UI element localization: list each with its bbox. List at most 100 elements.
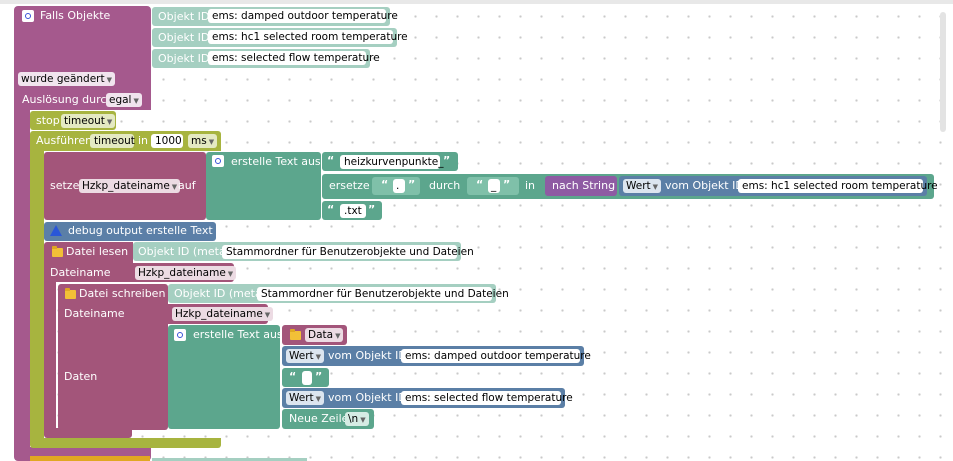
dropdown-arrow-icon: ▼ xyxy=(315,353,322,361)
dropdown-arrow-icon: ▼ xyxy=(171,183,178,191)
data-variable-dropdown[interactable]: Data▼ xyxy=(305,328,344,342)
dateiname-label-schreiben: Dateiname xyxy=(64,307,125,320)
dot-string-field[interactable]: . xyxy=(393,179,405,193)
vom-objekt-label-room: vom Objekt ID xyxy=(665,179,744,192)
dateiname-value-lesen: Hzkp_dateiname xyxy=(138,267,226,279)
setze-variable-value: Hzkp_dateiname xyxy=(82,180,170,192)
text-join-block[interactable] xyxy=(206,152,321,220)
objekt-id-field-outdoor[interactable]: ems: damped outdoor temperature xyxy=(401,349,591,363)
stop-timeout-value: timeout xyxy=(64,115,105,127)
dateiname-dropdown-lesen[interactable]: Hzkp_dateiname▼ xyxy=(135,266,237,280)
dropdown-arrow-icon: ▼ xyxy=(133,97,139,105)
timeout-in-label: in xyxy=(138,134,149,147)
string-prefix-field[interactable]: heizkurvenpunkte_ xyxy=(340,155,443,169)
datei-schreiben-label: Datei schreiben xyxy=(79,287,166,300)
falls-objekte-label: Falls Objekte xyxy=(40,9,111,22)
daten-text-join-label: erstelle Text aus xyxy=(193,328,283,341)
open-quote-icon: “ xyxy=(289,370,297,383)
wert-value-outdoor: Wert xyxy=(289,350,314,362)
setze-variable-dropdown[interactable]: Hzkp_dateiname▼ xyxy=(79,179,181,193)
dateiname-dropdown-schreiben[interactable]: Hzkp_dateiname▼ xyxy=(172,307,274,321)
dropdown-arrow-icon: ▼ xyxy=(106,118,113,126)
objekt-id-field-flow[interactable]: ems: selected flow temperature xyxy=(401,391,573,405)
warning-icon xyxy=(50,225,62,236)
wert-dropdown-room[interactable]: Wert▼ xyxy=(623,179,662,193)
close-quote-icon: ” xyxy=(368,203,376,216)
neue-zeile-dropdown[interactable]: \n▼ xyxy=(345,412,369,426)
objekt-id-value-1[interactable]: ems: damped outdoor temperature xyxy=(208,9,398,23)
nach-string-label: nach String xyxy=(552,179,616,192)
folder-icon xyxy=(65,288,76,299)
wurde-geaendert-dropdown[interactable]: wurde geändert▼ xyxy=(18,72,116,86)
close-quote-icon: ” xyxy=(443,154,451,167)
timeout-block-spine xyxy=(30,151,44,441)
objekt-id-meta-label-lesen: Objekt ID (meta) xyxy=(138,245,230,258)
underscore-string-field[interactable]: _ xyxy=(488,179,500,193)
ausloesung-dropdown[interactable]: egal▼ xyxy=(106,93,142,107)
objekt-id-field-room[interactable]: ems: hc1 selected room temperature xyxy=(738,179,938,193)
datei-lesen-spine xyxy=(44,282,56,434)
objekt-id-meta-label-schreiben: Objekt ID (meta) xyxy=(174,287,266,300)
folder-icon xyxy=(52,246,63,257)
timeout-name-field[interactable]: timeout xyxy=(90,134,135,148)
setze-auf-label: auf xyxy=(178,179,196,192)
dropdown-arrow-icon: ▼ xyxy=(106,76,113,84)
timeout-block-footer xyxy=(30,438,221,448)
timeout-unit-dropdown[interactable]: ms▼ xyxy=(188,134,218,148)
objekt-id-value-2[interactable]: ems: hc1 selected room temperature xyxy=(208,30,408,44)
daten-text-join-block[interactable] xyxy=(168,325,280,429)
open-quote-icon: “ xyxy=(381,178,389,191)
vom-objekt-label-outdoor: vom Objekt ID xyxy=(328,349,407,362)
close-quote-icon: ” xyxy=(315,370,323,383)
dropdown-arrow-icon: ▼ xyxy=(315,395,322,403)
data-variable-value: Data xyxy=(308,329,334,341)
daten-text-join-gear-icon[interactable] xyxy=(174,329,186,341)
dropdown-arrow-icon: ▼ xyxy=(335,332,341,340)
wert-value-flow: Wert xyxy=(289,392,314,404)
objekt-id-label-1: Objekt ID xyxy=(158,10,210,23)
durch-label: durch xyxy=(429,179,461,192)
text-join-label: erstelle Text aus xyxy=(231,155,321,168)
dateiname-label-lesen: Dateiname xyxy=(50,266,111,279)
string-ext-field[interactable]: .txt xyxy=(340,204,366,218)
wurde-geaendert-value: wurde geändert xyxy=(21,73,105,85)
close-quote-icon: ” xyxy=(503,178,511,191)
trigger-block[interactable] xyxy=(14,6,151,110)
ersetze-label: ersetze xyxy=(329,179,370,192)
objekt-id-value-3[interactable]: ems: selected flow temperature xyxy=(208,51,380,65)
wert-value-room: Wert xyxy=(626,180,651,192)
ausfuehren-label: Ausführen xyxy=(36,134,93,147)
dropdown-arrow-icon: ▼ xyxy=(360,416,366,424)
vom-objekt-label-flow: vom Objekt ID xyxy=(328,391,407,404)
open-quote-icon: “ xyxy=(327,154,335,167)
timeout-unit-value: ms xyxy=(191,135,207,147)
datei-schreiben-block[interactable] xyxy=(58,284,168,430)
objekt-id-meta-field-lesen[interactable]: Stammordner für Benutzerobjekte und Date… xyxy=(222,245,474,259)
timeout-ms-field[interactable]: 1000 xyxy=(151,134,183,148)
objekt-id-label-2: Objekt ID xyxy=(158,31,210,44)
trigger-block-footer-accent xyxy=(30,456,150,461)
trigger-block-spine xyxy=(14,100,30,452)
stop-timeout-dropdown[interactable]: timeout▼ xyxy=(61,114,116,128)
ersetze-in-label: in xyxy=(525,179,536,192)
wert-dropdown-flow[interactable]: Wert▼ xyxy=(286,391,325,405)
nach-string-block[interactable] xyxy=(545,176,617,196)
dropdown-arrow-icon: ▼ xyxy=(652,183,659,191)
stop-label: stop xyxy=(36,114,60,127)
toolbar-strip xyxy=(0,0,953,4)
objekt-id-label-3: Objekt ID xyxy=(158,52,210,65)
workspace-scrollbar[interactable] xyxy=(940,12,946,132)
ausloesung-label: Auslösung durch xyxy=(22,93,114,106)
debug-block[interactable] xyxy=(44,222,216,241)
daten-label: Daten xyxy=(64,370,98,383)
text-join-gear-icon[interactable] xyxy=(212,155,224,167)
settings-gear-icon[interactable] xyxy=(22,10,34,22)
neue-zeile-value: \n xyxy=(348,413,359,425)
debug-label: debug output erstelle Text ... xyxy=(68,224,227,237)
neue-zeile-label: Neue Zeile xyxy=(289,412,349,425)
empty-string-field[interactable] xyxy=(302,371,312,385)
ausloesung-value: egal xyxy=(109,94,132,106)
dateiname-value-schreiben: Hzkp_dateiname xyxy=(175,308,263,320)
objekt-id-meta-field-schreiben[interactable]: Stammordner für Benutzerobjekte und Date… xyxy=(257,287,509,301)
wert-dropdown-outdoor[interactable]: Wert▼ xyxy=(286,349,325,363)
